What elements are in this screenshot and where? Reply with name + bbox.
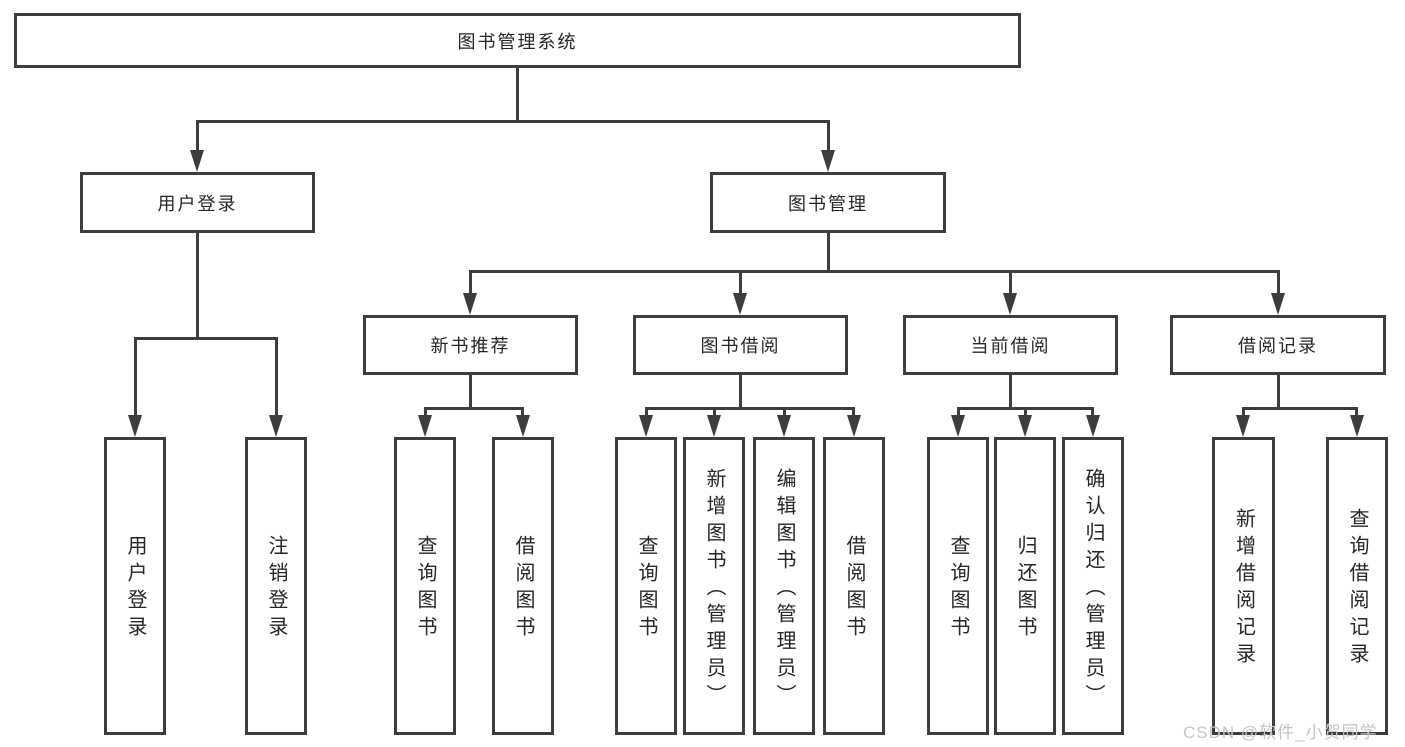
connector-book-borrowing-bar bbox=[645, 407, 855, 410]
node-user-login: 用户登录 bbox=[80, 172, 315, 233]
connector-drop bbox=[1242, 407, 1245, 415]
arrow-down-icon bbox=[463, 293, 477, 315]
leaf-borrow-books: 借阅图书 bbox=[823, 437, 885, 735]
connector-user-login-stem bbox=[196, 233, 199, 337]
leaf-user-login: 用户登录 bbox=[104, 437, 166, 735]
watermark-text: CSDN @软件_小贺同学 bbox=[1183, 723, 1378, 742]
arrow-down-icon bbox=[1350, 415, 1364, 437]
connector-root-bar bbox=[196, 120, 830, 123]
arrow-down-icon bbox=[639, 415, 653, 437]
arrow-down-icon bbox=[777, 415, 791, 437]
arrow-down-icon bbox=[190, 150, 204, 172]
leaf-query-books-borrowing: 查询图书 bbox=[615, 437, 677, 735]
leaf-add-book-admin: 新增图书（管理员） bbox=[683, 437, 745, 735]
arrow-down-icon bbox=[821, 150, 835, 172]
arrow-down-icon bbox=[733, 293, 747, 315]
leaf-confirm-return-admin: 确认归还（管理员） bbox=[1062, 437, 1124, 735]
node-borrowing-records: 借阅记录 bbox=[1170, 315, 1386, 375]
connector-drop-book-borrowing bbox=[739, 270, 742, 293]
connector-drop bbox=[1024, 407, 1027, 415]
connector-current-borrowing-stem bbox=[1009, 375, 1012, 407]
connector-drop bbox=[424, 407, 427, 415]
arrow-down-icon bbox=[1271, 293, 1285, 315]
connector-drop-leaf-login bbox=[134, 337, 137, 415]
connector-borrowing-records-bar bbox=[1242, 407, 1358, 410]
node-book-borrowing: 图书借阅 bbox=[633, 315, 848, 375]
connector-drop bbox=[957, 407, 960, 415]
connector-drop-borrowing-records bbox=[1277, 270, 1280, 293]
connector-book-management-stem bbox=[827, 233, 830, 270]
leaf-edit-book-admin: 编辑图书（管理员） bbox=[753, 437, 815, 735]
leaf-borrow-books-recommend: 借阅图书 bbox=[492, 437, 554, 735]
connector-book-borrowing-stem bbox=[739, 375, 742, 407]
leaf-query-books-recommend: 查询图书 bbox=[394, 437, 456, 735]
connector-borrowing-records-stem bbox=[1277, 375, 1280, 407]
connector-new-book-bar bbox=[424, 407, 524, 410]
node-current-borrowing: 当前借阅 bbox=[903, 315, 1118, 375]
arrow-down-icon bbox=[847, 415, 861, 437]
connector-user-login-bar bbox=[134, 337, 278, 340]
arrow-down-icon bbox=[1236, 415, 1250, 437]
node-book-management: 图书管理 bbox=[710, 172, 946, 233]
connector-drop bbox=[521, 407, 524, 415]
connector-drop-user-login bbox=[196, 120, 199, 152]
arrow-down-icon bbox=[269, 415, 283, 437]
arrow-down-icon bbox=[418, 415, 432, 437]
arrow-down-icon bbox=[1003, 293, 1017, 315]
connector-book-management-bar bbox=[469, 270, 1280, 273]
arrow-down-icon bbox=[516, 415, 530, 437]
connector-drop bbox=[645, 407, 648, 415]
arrow-down-icon bbox=[1086, 415, 1100, 437]
node-new-book-recommendation: 新书推荐 bbox=[363, 315, 578, 375]
connector-drop-leaf-logout bbox=[275, 337, 278, 415]
connector-root-stem bbox=[516, 68, 519, 120]
arrow-down-icon bbox=[1018, 415, 1032, 437]
node-library-system: 图书管理系统 bbox=[14, 13, 1021, 68]
connector-drop bbox=[713, 407, 716, 415]
connector-drop-book-management bbox=[827, 120, 830, 152]
connector-new-book-stem bbox=[469, 375, 472, 407]
connector-drop-new-book bbox=[469, 270, 472, 293]
connector-drop-current-borrowing bbox=[1009, 270, 1012, 293]
leaf-add-borrow-record: 新增借阅记录 bbox=[1212, 437, 1275, 735]
leaf-return-books: 归还图书 bbox=[994, 437, 1056, 735]
connector-drop bbox=[1355, 407, 1358, 415]
arrow-down-icon bbox=[707, 415, 721, 437]
arrow-down-icon bbox=[128, 415, 142, 437]
leaf-query-borrow-record: 查询借阅记录 bbox=[1326, 437, 1388, 735]
connector-drop bbox=[852, 407, 855, 415]
connector-drop bbox=[783, 407, 786, 415]
connector-drop bbox=[1091, 407, 1094, 415]
arrow-down-icon bbox=[951, 415, 965, 437]
leaf-logout: 注销登录 bbox=[245, 437, 307, 735]
leaf-query-books-current: 查询图书 bbox=[927, 437, 989, 735]
